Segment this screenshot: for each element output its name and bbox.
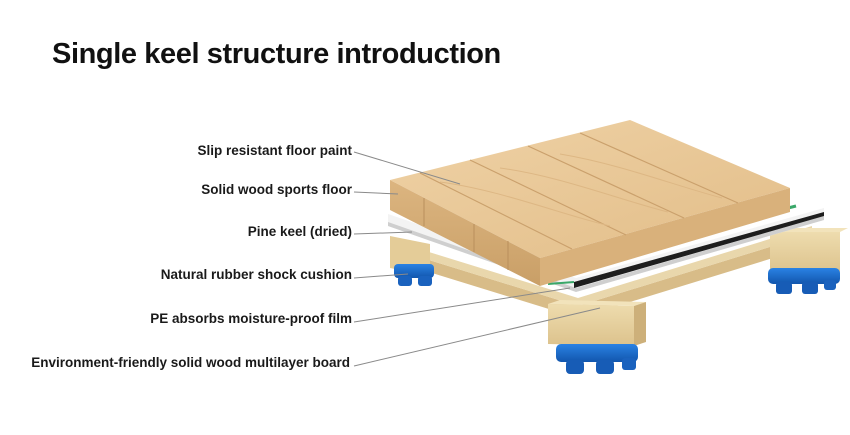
leader-line-pe-film	[353, 287, 571, 323]
leader-line-rubber-cushion	[353, 273, 409, 279]
leader-line-pine-keel	[353, 231, 413, 235]
label-slip-resistant-floor-paint: Slip resistant floor paint	[197, 143, 352, 158]
label-pine-keel: Pine keel (dried)	[247, 224, 352, 239]
page-title: Single keel structure introduction	[52, 38, 501, 70]
solid-wood-sports-floor	[390, 120, 790, 286]
label-solid-wood-sports-floor: Solid wood sports floor	[201, 182, 352, 197]
label-pe-moisture-proof-film: PE absorbs moisture-proof film	[150, 311, 352, 326]
leader-line-floor-paint	[353, 151, 461, 185]
leader-lines	[353, 151, 601, 367]
leader-line-sports-floor	[353, 191, 399, 195]
leader-line-multilayer-board	[353, 307, 601, 367]
label-solid-wood-multilayer-board: Environment-friendly solid wood multilay…	[31, 355, 350, 370]
rubber-shock-cushion	[394, 264, 840, 374]
label-natural-rubber-shock-cushion: Natural rubber shock cushion	[160, 267, 352, 282]
